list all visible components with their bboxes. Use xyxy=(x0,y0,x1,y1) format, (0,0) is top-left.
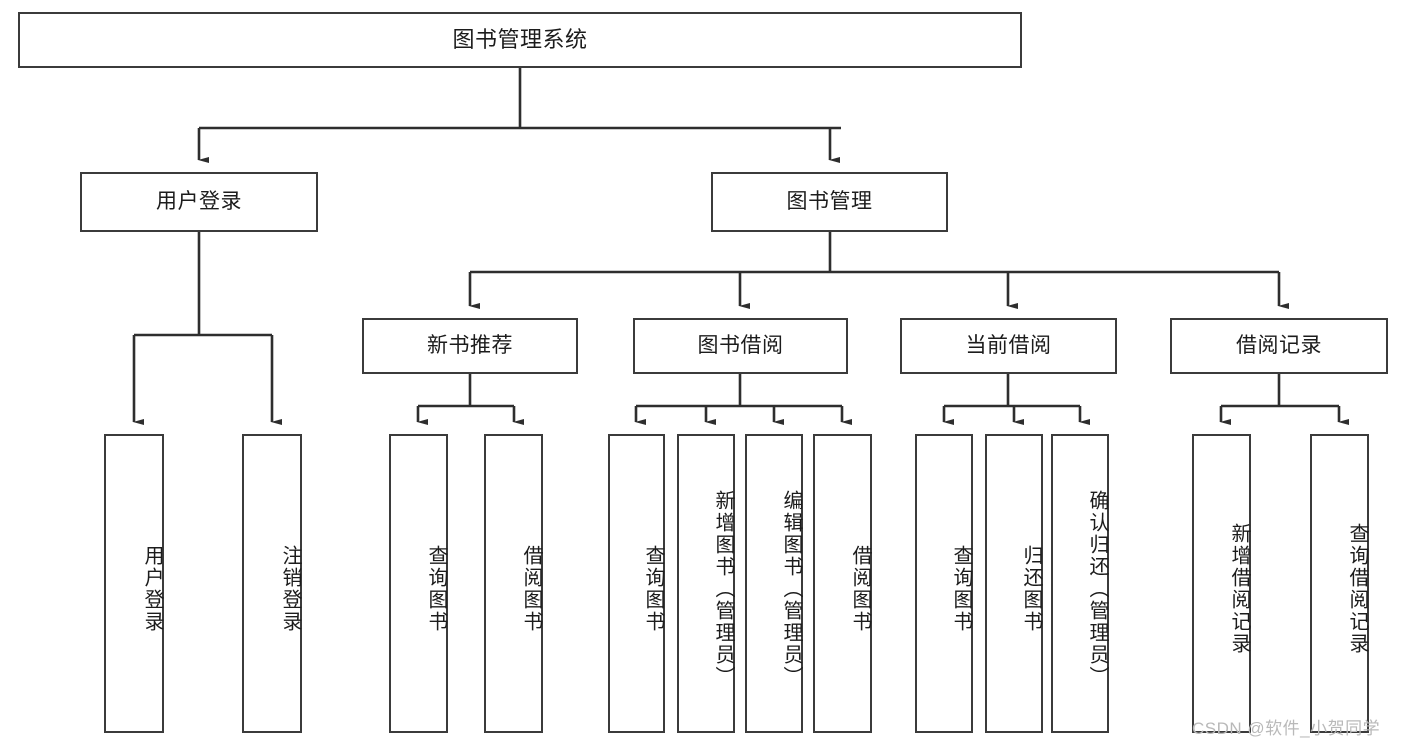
user-login-to-leaf-connectors xyxy=(132,232,282,425)
node-leaf-query-book-recommend[interactable]: 查询图书 xyxy=(389,434,448,733)
node-label: 新增借阅记录 xyxy=(1228,522,1250,655)
node-label: 借阅记录 xyxy=(1236,334,1322,358)
node-label: 查询借阅记录 xyxy=(1346,522,1368,655)
node-label: 图书管理 xyxy=(786,190,873,214)
node-leaf-add-book-admin[interactable]: 新增图书（管理员） xyxy=(677,434,735,733)
node-leaf-query-borrow-record[interactable]: 查询借阅记录 xyxy=(1310,434,1369,733)
node-new-book-recommend[interactable]: 新书推荐 xyxy=(362,318,578,374)
node-leaf-edit-book-admin[interactable]: 编辑图书（管理员） xyxy=(745,434,803,733)
node-leaf-query-book-borrow[interactable]: 查询图书 xyxy=(608,434,665,733)
node-label: 归还图书 xyxy=(1020,544,1042,633)
node-label: 查询图书 xyxy=(425,544,447,633)
node-leaf-add-borrow-record[interactable]: 新增借阅记录 xyxy=(1192,434,1251,733)
node-borrow-record[interactable]: 借阅记录 xyxy=(1170,318,1388,374)
node-label: 用户登录 xyxy=(156,190,242,214)
node-label: 图书借阅 xyxy=(697,334,784,358)
node-label: 用户登录 xyxy=(141,544,163,633)
node-leaf-query-book-current[interactable]: 查询图书 xyxy=(915,434,973,733)
node-label: 图书管理系统 xyxy=(452,26,588,52)
node-label: 注销登录 xyxy=(279,544,301,633)
node-label: 当前借阅 xyxy=(965,334,1052,358)
node-label: 查询图书 xyxy=(950,544,972,633)
node-leaf-return-book[interactable]: 归还图书 xyxy=(985,434,1043,733)
csdn-watermark: CSDN @软件_小贺同学 xyxy=(1192,719,1381,738)
node-label: 查询图书 xyxy=(642,544,664,633)
book-management-to-level3-connectors xyxy=(468,232,1289,309)
node-leaf-borrow-book[interactable]: 借阅图书 xyxy=(813,434,872,733)
node-label: 借阅图书 xyxy=(849,544,871,633)
book-borrow-to-leaf-connectors xyxy=(634,374,852,425)
node-book-borrow[interactable]: 图书借阅 xyxy=(633,318,848,374)
node-leaf-logout-login[interactable]: 注销登录 xyxy=(242,434,302,733)
node-leaf-user-login[interactable]: 用户登录 xyxy=(104,434,164,733)
node-leaf-borrow-book-recommend[interactable]: 借阅图书 xyxy=(484,434,543,733)
root-to-level2-connectors xyxy=(197,68,841,163)
node-label: 新增图书（管理员） xyxy=(712,489,734,688)
current-borrow-to-leaf-connectors xyxy=(942,374,1090,425)
node-label: 借阅图书 xyxy=(520,544,542,633)
borrow-record-to-leaf-connectors xyxy=(1219,374,1349,425)
node-label: 编辑图书（管理员） xyxy=(780,489,802,688)
node-label: 确认归还（管理员） xyxy=(1086,489,1108,688)
node-leaf-confirm-return-admin[interactable]: 确认归还（管理员） xyxy=(1051,434,1109,733)
node-book-management[interactable]: 图书管理 xyxy=(711,172,948,232)
node-root-system[interactable]: 图书管理系统 xyxy=(18,12,1022,68)
node-label: 新书推荐 xyxy=(427,334,513,358)
node-user-login[interactable]: 用户登录 xyxy=(80,172,318,232)
new-book-recommend-to-leaf-connectors xyxy=(416,374,524,425)
node-current-borrow[interactable]: 当前借阅 xyxy=(900,318,1117,374)
